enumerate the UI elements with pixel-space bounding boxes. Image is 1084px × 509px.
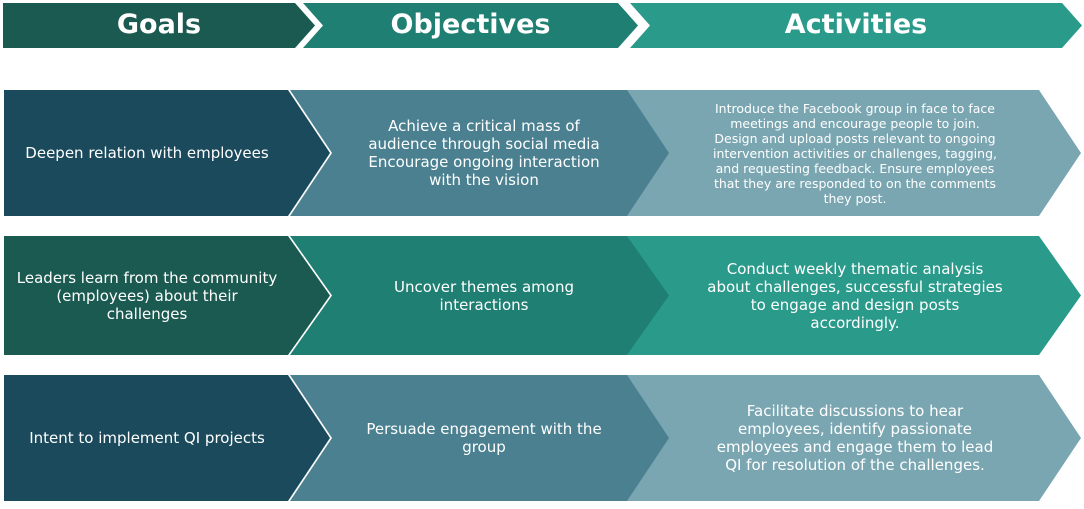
row2-objective-box: Uncover themes among interactions — [290, 236, 678, 355]
row3-goal-box: Intent to implement QI projects — [4, 375, 330, 501]
row1-goal-text: Deepen relation with employees — [25, 144, 269, 162]
row3-goal-text: Intent to implement QI projects — [29, 429, 265, 447]
header-goals-label: Goals — [116, 9, 202, 41]
header-objectives-label: Objectives — [390, 9, 551, 41]
row2-objective-text: Uncover themes among interactions — [394, 277, 574, 314]
row3-objective-box: Persuade engagement with the group — [290, 375, 678, 501]
header-goals: Goals — [3, 3, 315, 48]
row2-goal-text: Leaders learn from the community (employ… — [16, 268, 278, 323]
header-activities-label: Activities — [784, 9, 928, 41]
row1-activity-text: Introduce the Facebook group in face to … — [713, 100, 997, 206]
row1-objective-box: Achieve a critical mass of audience thro… — [290, 90, 678, 216]
row3-objective-text: Persuade engagement with the group — [366, 420, 602, 456]
row3-activity-box: Facilitate discussions to hear employees… — [627, 375, 1081, 501]
row1-goal-box: Deepen relation with employees — [4, 90, 330, 216]
header-objectives: Objectives — [303, 3, 638, 48]
row2-goal-box: Leaders learn from the community (employ… — [4, 236, 330, 355]
row3-activity-text: Facilitate discussions to hear employees… — [716, 402, 994, 474]
row2-activity-text: Conduct weekly thematic analysis about c… — [707, 259, 1003, 332]
row2-activity-box: Conduct weekly thematic analysis about c… — [627, 236, 1081, 355]
row1-objective-text: Achieve a critical mass of audience thro… — [368, 117, 600, 189]
row1-activity-box: Introduce the Facebook group in face to … — [627, 90, 1081, 216]
header-activities: Activities — [630, 3, 1082, 48]
